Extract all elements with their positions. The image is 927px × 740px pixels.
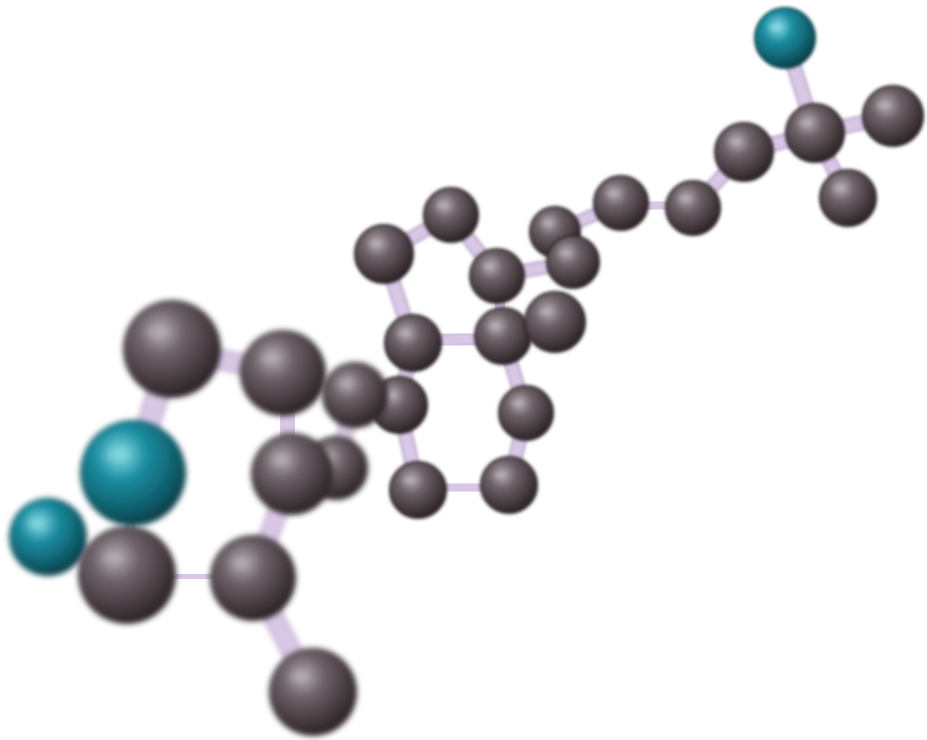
carbon-atom-14	[384, 314, 442, 372]
carbon-atom-12	[524, 291, 586, 353]
carbon-atom-27	[210, 535, 296, 621]
carbon-atom-15	[498, 385, 554, 441]
carbon-atom-13	[474, 307, 532, 365]
carbon-atom-16	[322, 362, 388, 428]
carbon-atom-3	[819, 169, 877, 227]
oxygen-atom-25	[9, 498, 87, 576]
carbon-atom-6	[593, 175, 649, 231]
carbon-atom-28	[269, 648, 357, 736]
carbon-atom-22	[240, 330, 326, 416]
carbon-atom-19	[389, 461, 447, 519]
carbon-atom-23	[251, 433, 333, 515]
carbon-atom-26	[78, 526, 176, 624]
carbon-atom-1	[862, 85, 924, 147]
carbon-atom-11	[469, 248, 525, 304]
carbon-atom-21	[123, 300, 221, 398]
oxygen-atom-0	[754, 7, 816, 69]
atoms-layer	[9, 7, 924, 736]
carbon-atom-5	[665, 180, 721, 236]
carbon-atom-9	[423, 187, 479, 243]
carbon-atom-10	[354, 224, 414, 284]
oxygen-atom-24	[80, 420, 186, 526]
carbon-atom-18	[480, 456, 538, 514]
carbon-atom-4	[714, 122, 774, 182]
carbon-atom-2	[785, 103, 845, 163]
carbon-atom-8	[546, 235, 600, 289]
